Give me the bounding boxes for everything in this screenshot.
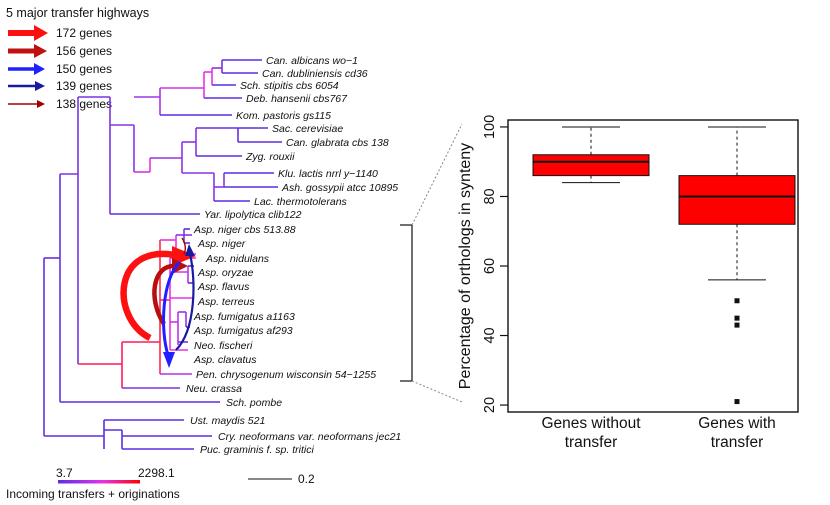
highway-arrowhead-icon bbox=[172, 258, 188, 274]
taxon-label: Asp. fumigatus af293 bbox=[193, 325, 293, 337]
taxon-label: Neo. fischeri bbox=[194, 340, 253, 352]
highway-legend-item-5: 138 genes bbox=[8, 97, 112, 111]
arrow-icon bbox=[34, 25, 48, 41]
taxon-label: Asp. terreus bbox=[197, 296, 255, 308]
y-tick-label: 40 bbox=[482, 327, 498, 343]
highway-legend-label: 139 genes bbox=[56, 79, 112, 93]
outlier-point bbox=[734, 315, 740, 321]
x-category-label: transfer bbox=[711, 434, 764, 451]
boxes bbox=[532, 126, 796, 405]
highway-legend-item-4: 139 genes bbox=[8, 79, 112, 93]
taxon-label: Zyg. rouxii bbox=[245, 151, 295, 163]
arrow-icon bbox=[34, 63, 45, 75]
color-scale-max-label: 2298.1 bbox=[138, 466, 175, 480]
x-category-label: transfer bbox=[565, 434, 618, 451]
x-category-label: Genes with bbox=[698, 415, 776, 432]
taxon-label: Kom. pastoris gs115 bbox=[236, 110, 331, 122]
taxon-label: Asp. flavus bbox=[197, 281, 250, 293]
highway-legend-label: 138 genes bbox=[56, 97, 112, 111]
taxon-label: Asp. nidulans bbox=[205, 253, 270, 265]
taxon-label: Can. albicans wo−1 bbox=[266, 55, 358, 67]
taxon-label: Asp. oryzae bbox=[197, 267, 254, 279]
x-category-label: Genes without bbox=[541, 415, 641, 432]
taxon-label: Asp. fumigatus a1163 bbox=[193, 311, 295, 323]
pezizomycotina-bracket bbox=[400, 224, 413, 382]
taxon-label: Puc. graminis f. sp. tritici bbox=[200, 444, 314, 456]
outlier-point bbox=[734, 399, 740, 405]
taxon-label: Klu. lactis nrrl y−1140 bbox=[278, 168, 378, 180]
highway-legend-item-1: 172 genes bbox=[8, 25, 112, 41]
taxon-label: Ash. gossypii atcc 10895 bbox=[281, 182, 398, 194]
taxon-label: Asp. clavatus bbox=[193, 354, 257, 366]
box bbox=[532, 154, 650, 177]
taxon-label: Asp. niger cbs 513.88 bbox=[193, 224, 296, 236]
y-axis: 20 40 60 80 100 bbox=[482, 115, 508, 413]
highway-legend-item-3: 150 genes bbox=[8, 62, 112, 76]
branch-scale-bar: 0.2 bbox=[248, 472, 315, 486]
taxon-labels: Can. albicans wo−1 Can. dubliniensis cd3… bbox=[186, 55, 401, 456]
taxon-label: Lac. thermotolerans bbox=[254, 196, 348, 208]
color-scale: 3.7 2298.1 Incoming transfers + originat… bbox=[6, 466, 180, 501]
taxon-label: Ust. maydis 521 bbox=[190, 415, 265, 427]
tree-branches bbox=[43, 59, 282, 450]
y-tick-label: 20 bbox=[482, 397, 498, 413]
taxon-label: Pen. chrysogenum wisconsin 54−1255 bbox=[196, 369, 376, 381]
color-scale-min-label: 3.7 bbox=[56, 466, 73, 480]
highways-legend: 172 genes 156 genes 150 genes 139 genes bbox=[8, 25, 112, 111]
branch-scale-label: 0.2 bbox=[298, 472, 315, 486]
highway-arrowhead-icon bbox=[163, 352, 175, 368]
taxon-label: Sch. pombe bbox=[226, 397, 282, 409]
y-tick-label: 60 bbox=[482, 258, 498, 274]
highway-arrowhead-icon bbox=[185, 244, 195, 256]
highway-legend-label: 156 genes bbox=[56, 44, 112, 58]
taxon-label: Asp. niger bbox=[197, 238, 246, 250]
y-axis-label: Percentage of orthologs in synteny bbox=[457, 143, 474, 389]
taxon-label: Neu. crassa bbox=[186, 383, 242, 395]
outlier-point bbox=[734, 298, 740, 304]
highway-legend-label: 172 genes bbox=[56, 26, 112, 40]
y-tick-label: 100 bbox=[482, 115, 498, 139]
box bbox=[678, 175, 796, 225]
zoom-connector bbox=[411, 123, 463, 403]
taxon-label: Can. glabrata cbs 138 bbox=[286, 137, 389, 149]
taxon-label: Sch. stipitis cbs 6054 bbox=[240, 80, 339, 92]
taxon-label: Deb. hansenii cbs767 bbox=[246, 93, 348, 105]
color-scale-bar bbox=[58, 480, 140, 484]
highway-legend-item-2: 156 genes bbox=[8, 44, 112, 58]
transfer-highways bbox=[120, 237, 196, 368]
phylogenetic-tree: 5 major transfer highways 172 genes 156 … bbox=[6, 6, 463, 501]
color-scale-title: Incoming transfers + originations bbox=[6, 487, 180, 501]
taxon-label: Can. dubliniensis cd36 bbox=[262, 68, 368, 80]
y-tick-label: 80 bbox=[482, 188, 498, 204]
x-axis-categories: Genes without transfer Genes with transfer bbox=[541, 415, 775, 451]
outlier-point bbox=[734, 322, 740, 328]
taxon-label: Cry. neoformans var. neoformans jec21 bbox=[218, 431, 401, 443]
taxon-label: Yar. lipolytica clib122 bbox=[204, 209, 302, 221]
highways-legend-title: 5 major transfer highways bbox=[6, 6, 149, 20]
arrow-icon bbox=[35, 81, 45, 91]
highway-legend-label: 150 genes bbox=[56, 62, 112, 76]
arrow-icon bbox=[37, 100, 45, 108]
taxon-label: Sac. cerevisiae bbox=[272, 123, 343, 135]
arrow-icon bbox=[34, 44, 47, 58]
